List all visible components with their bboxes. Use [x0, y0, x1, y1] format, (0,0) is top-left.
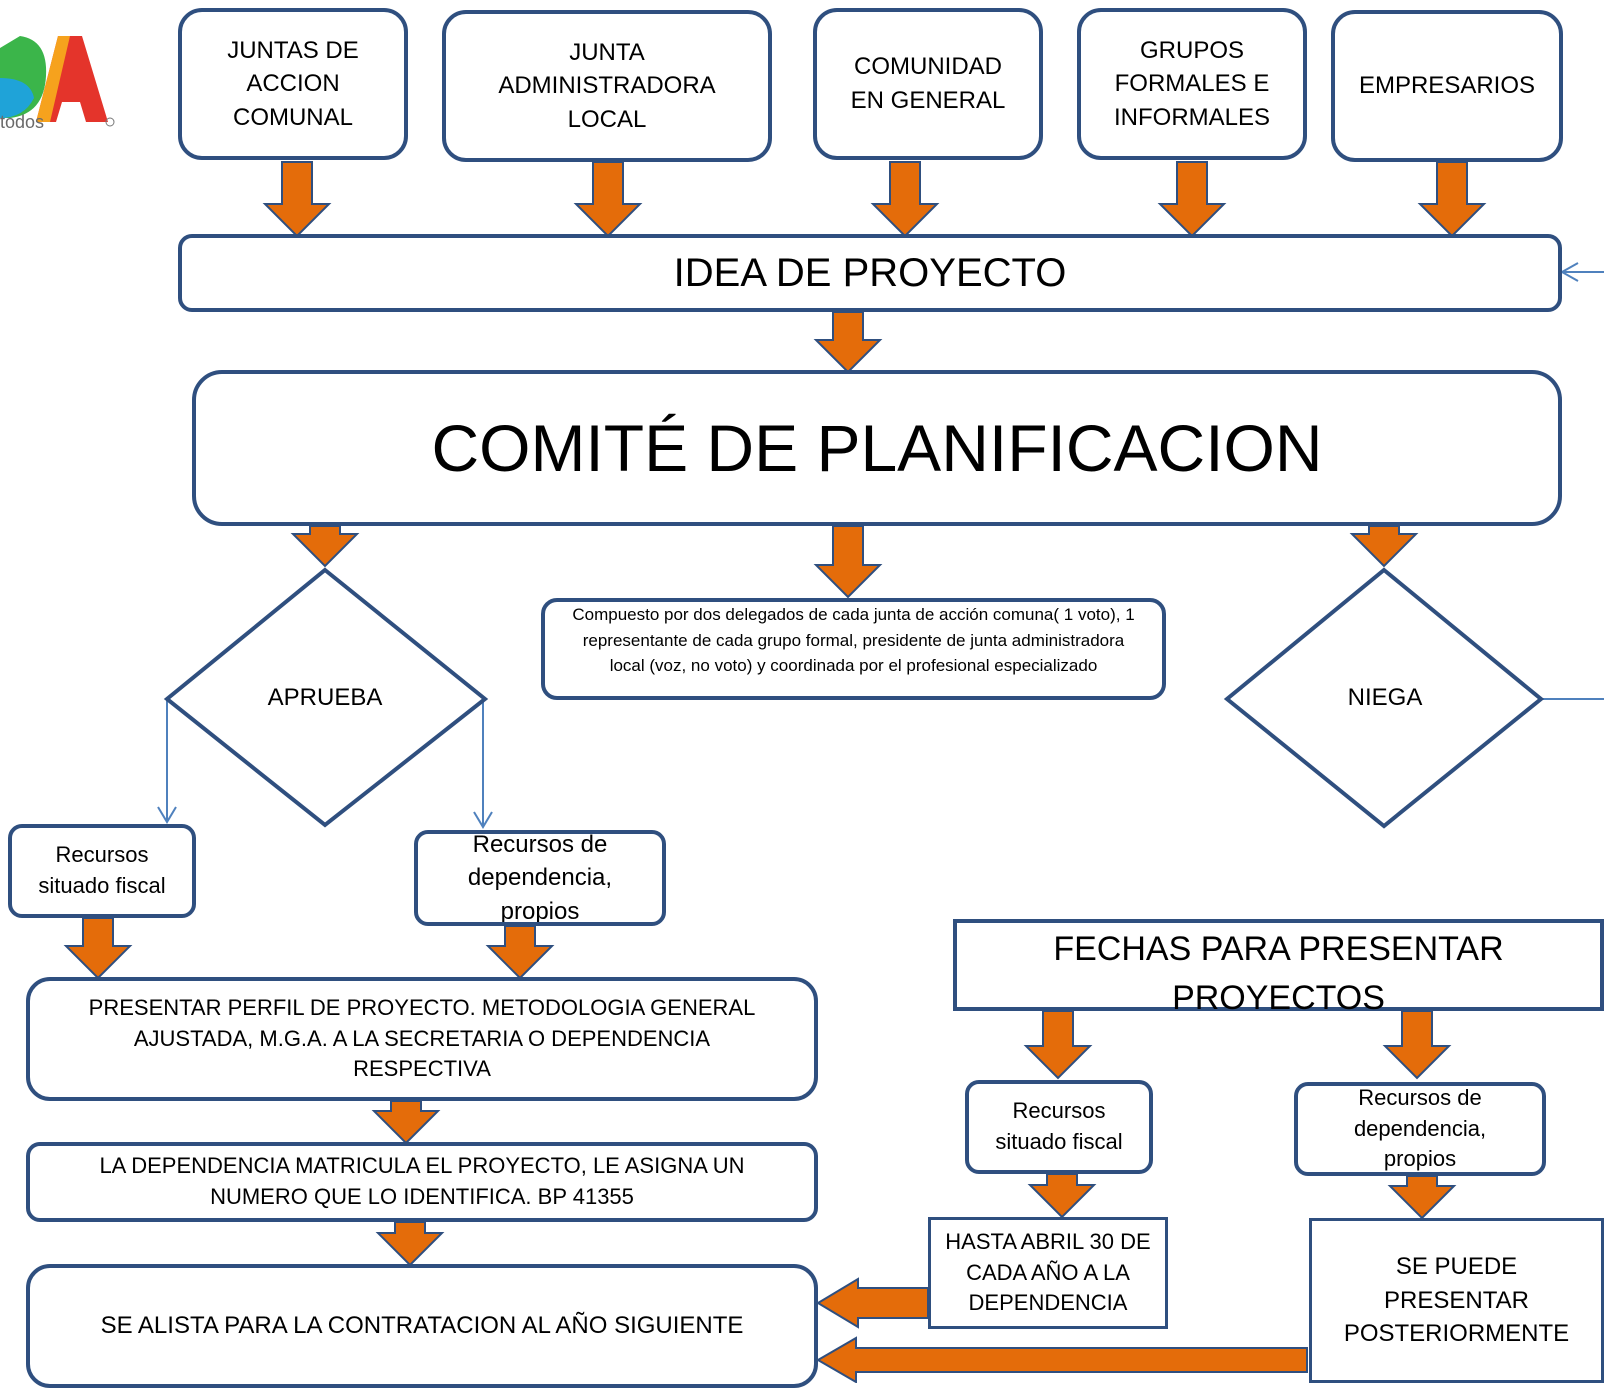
decision-aprueba-label: APRUEBA: [267, 684, 383, 711]
comite-planificacion-box: COMITÉ DE PLANIFICACION: [192, 370, 1562, 526]
connector-aprueba-to-situado-head: [157, 806, 177, 824]
arrow-comite-to-composicion: [813, 525, 883, 599]
arrow-grupos-to-idea: [1157, 161, 1227, 238]
arrow-dependencia-to-plazo: [1387, 1175, 1457, 1220]
connector-return-to-idea-head: [1559, 262, 1579, 282]
connector-aprueba-to-dependencia-head: [473, 811, 493, 829]
fechas-recursos-dependencia: Recursos de dependencia, propios: [1294, 1082, 1546, 1176]
fechas-presentar-title: FECHAS PARA PRESENTAR PROYECTOS: [1053, 930, 1504, 1018]
arrow-comite-to-aprueba: [290, 525, 360, 568]
source-box-juntas-accion-comunal: JUNTAS DE ACCION COMUNAL: [178, 8, 408, 160]
paso-contratacion-text: SE ALISTA PARA LA CONTRATACION AL AÑO SI…: [100, 1312, 744, 1340]
source-label: COMUNIDAD EN GENERAL: [850, 53, 1006, 114]
paso-presentar-perfil-text: PRESENTAR PERFIL DE PROYECTO. METODOLOGI…: [88, 994, 756, 1082]
arrow-matricula-to-contratacion: [375, 1221, 445, 1267]
paso-presentar-perfil: PRESENTAR PERFIL DE PROYECTO. METODOLOGI…: [26, 977, 818, 1101]
source-box-junta-administradora-local: JUNTA ADMINISTRADORA LOCAL: [442, 10, 772, 162]
arrow-empresarios-to-idea: [1417, 161, 1487, 238]
decision-niega-label: NIEGA: [1347, 684, 1423, 711]
arrow-situado-to-perfil: [63, 917, 133, 980]
arrow-situado-to-plazo: [1027, 1173, 1097, 1219]
recursos-dependencia-left: Recursos de dependencia, propios: [414, 830, 666, 926]
arrow-perfil-to-matricula: [371, 1100, 441, 1145]
comite-composicion-text: Compuesto por dos delegados de cada junt…: [572, 605, 1135, 675]
plazo-situado-text: HASTA ABRIL 30 DE CADA AÑO A LA DEPENDEN…: [945, 1228, 1151, 1316]
fechas-recursos-situado: Recursos situado fiscal: [965, 1080, 1153, 1174]
paso-contratacion: SE ALISTA PARA LA CONTRATACION AL AÑO SI…: [26, 1264, 818, 1388]
source-label: GRUPOS FORMALES E INFORMALES: [1113, 36, 1271, 131]
arrow-fechas-to-dependencia: [1382, 1010, 1452, 1080]
arrow-comite-to-niega: [1349, 525, 1419, 568]
fechas-presentar-box: FECHAS PARA PRESENTAR PROYECTOS: [953, 919, 1604, 1017]
plazo-situado-box: HASTA ABRIL 30 DE CADA AÑO A LA DEPENDEN…: [928, 1217, 1168, 1329]
arrow-comunidad-to-idea: [870, 161, 940, 238]
decision-niega-diamond: [1223, 567, 1545, 829]
fechas-recursos-dependencia-label: Recursos de dependencia, propios: [1353, 1084, 1487, 1172]
paso-matricula-proyecto: LA DEPENDENCIA MATRICULA EL PROYECTO, LE…: [26, 1142, 818, 1222]
decision-aprueba-diamond: [163, 567, 489, 828]
plazo-dependencia-text: SE PUEDE PRESENTAR POSTERIORMENTE: [1343, 1253, 1570, 1348]
arrow-fechas-to-situado: [1023, 1010, 1093, 1080]
arrow-plazo-dependencia-to-contratacion: [816, 1336, 1308, 1383]
arrow-jal-to-idea: [573, 161, 643, 238]
recursos-situado-fiscal-label: Recursos situado fiscal: [38, 842, 166, 898]
paso-matricula-proyecto-text: LA DEPENDENCIA MATRICULA EL PROYECTO, LE…: [99, 1153, 745, 1209]
logo-text: todos: [0, 112, 45, 132]
arrow-plazo-situado-to-contratacion: [816, 1277, 929, 1329]
arrow-idea-to-comite: [813, 311, 883, 374]
recursos-dependencia-label: Recursos de dependencia, propios: [467, 830, 613, 925]
source-label: EMPRESARIOS: [1358, 72, 1536, 100]
comite-composicion-box: Compuesto por dos delegados de cada junt…: [541, 598, 1166, 700]
idea-proyecto-box: IDEA DE PROYECTO: [178, 234, 1562, 312]
recursos-situado-fiscal-left: Recursos situado fiscal: [8, 824, 196, 918]
source-box-empresarios: EMPRESARIOS: [1331, 10, 1563, 162]
comite-planificacion-label: COMITÉ DE PLANIFICACION: [431, 410, 1323, 485]
plazo-dependencia-box: SE PUEDE PRESENTAR POSTERIORMENTE: [1309, 1218, 1604, 1383]
arrow-juntas-to-idea: [262, 161, 332, 238]
source-label: JUNTAS DE ACCION COMUNAL: [227, 36, 359, 131]
logo-graphic: [0, 36, 115, 127]
idea-proyecto-label: IDEA DE PROYECTO: [673, 251, 1067, 295]
source-box-comunidad-general: COMUNIDAD EN GENERAL: [813, 8, 1043, 160]
arrow-dependencia-to-perfil: [485, 925, 555, 980]
source-box-grupos-formales: GRUPOS FORMALES E INFORMALES: [1077, 8, 1307, 160]
source-label: JUNTA ADMINISTRADORA LOCAL: [498, 38, 716, 133]
fechas-recursos-situado-label: Recursos situado fiscal: [995, 1098, 1123, 1154]
